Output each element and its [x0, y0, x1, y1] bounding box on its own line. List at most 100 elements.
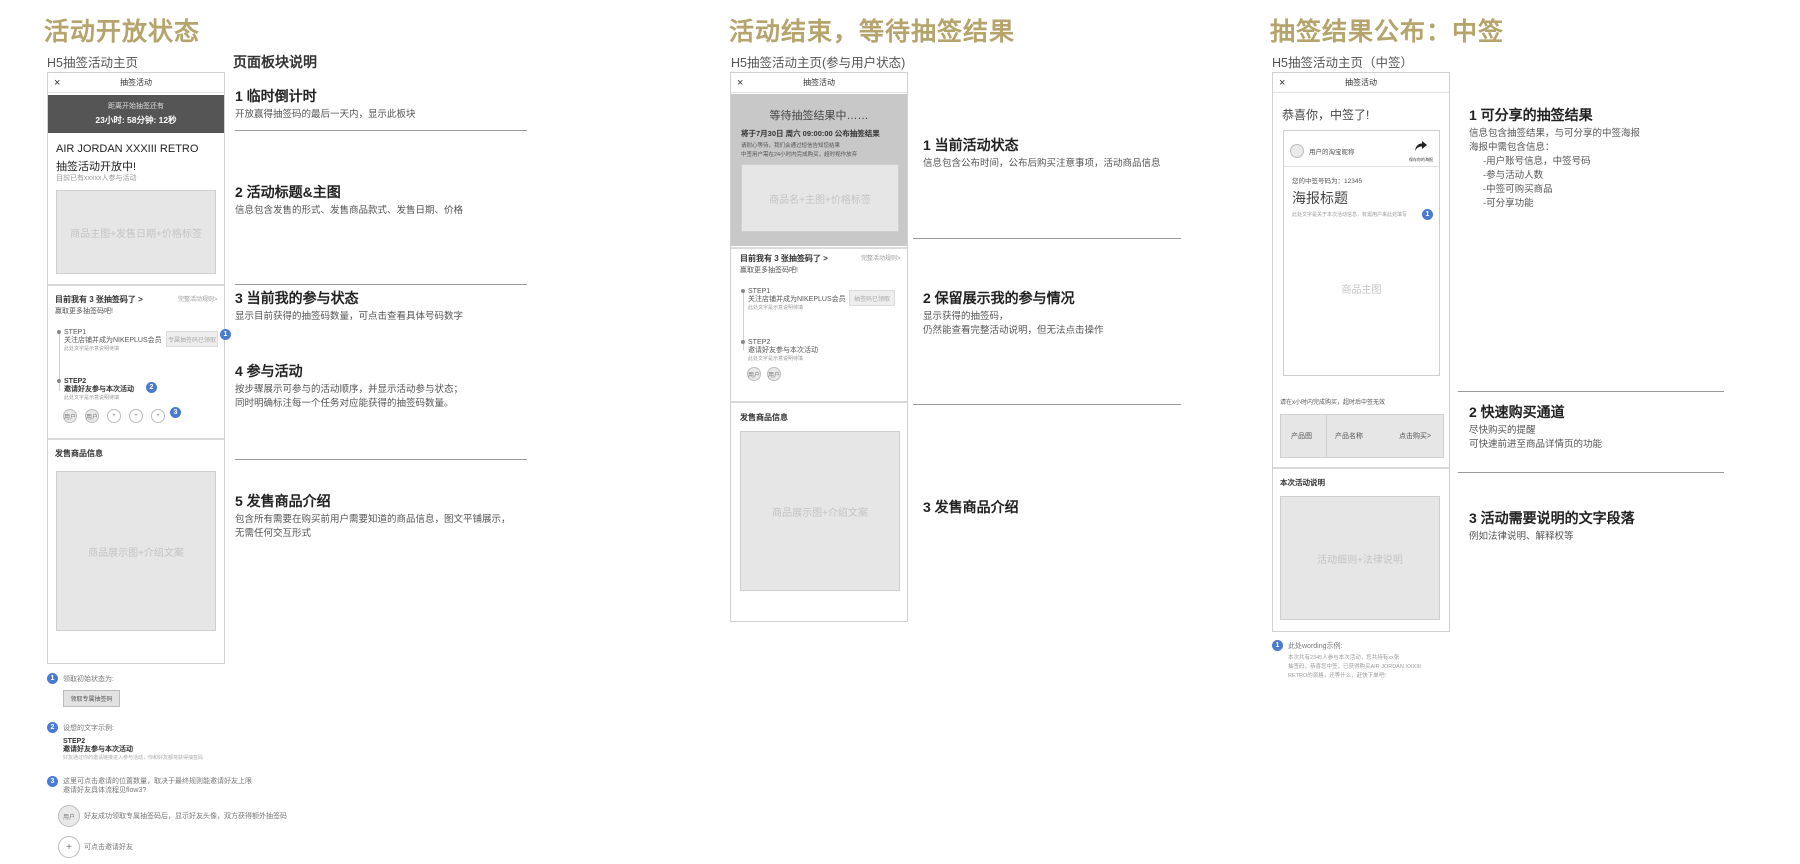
share-label: 保存你的海报 [1409, 157, 1433, 162]
step1-claimed-button[interactable]: 专属抽签码已领取 [166, 331, 218, 347]
wording-line-1: 本次共有2345人参与本次活动，您共持有xx张 [1288, 655, 1400, 661]
phone-nav-bar: × 抽签活动 [1273, 73, 1449, 93]
invite-slot[interactable]: + [151, 409, 165, 423]
desc-bullet: -用户账号信息，中签号码 [1483, 156, 1591, 167]
waiting-note-1: 请耐心等待，我们会通过短信告知您结果 [741, 143, 841, 149]
product-name: 产品名称 [1335, 433, 1363, 440]
note-badge-1: 1 [47, 673, 58, 684]
friend-avatar: 用户 [747, 367, 761, 381]
rules-link[interactable]: 完整活动规则> [861, 256, 901, 262]
note2-small: 好友通过你的邀请链接进入参与活动，你和好友都将获得抽签码 [63, 755, 204, 761]
note2-label: 设想的文字示例: [63, 725, 114, 732]
separator [235, 459, 527, 460]
step-dot [57, 379, 61, 383]
desc-block-4: 4 参与活动 按步骤展示可参与的活动顺序，并显示活动参与状态； 同时明确标注每一… [235, 362, 463, 411]
desc-text: 信息包含公布时间，公布后购买注意事项，活动商品信息 [923, 158, 1161, 169]
note1-label: 领取初始状态为: [63, 676, 114, 683]
desc-bullet: -中签可购买商品 [1483, 184, 1553, 195]
desc2-block-1: 1 当前活动状态 信息包含公布时间，公布后购买注意事项，活动商品信息 [923, 136, 1161, 171]
step1-text: 关注店铺并成为NIKEPLUS会员 [64, 337, 162, 344]
desc-text: 尽快购买的提醒 [1469, 425, 1536, 436]
desc-title: 3 当前我的参与状态 [235, 290, 359, 306]
section-subtitle-waiting: H5抽签活动主页(参与用户状态) [731, 56, 906, 70]
main-image-placeholder: 商品主图+发售日期+价格标签 [56, 190, 216, 274]
desc-text: 可快速前进至商品详情页的功能 [1469, 439, 1603, 450]
section-subtitle-open: H5抽签活动主页 [47, 56, 138, 70]
invite-plus-sample: + [58, 836, 80, 858]
desc-block-1: 1 临时倒计时 开放赢得抽签码的最后一天内，显示此板块 [235, 87, 416, 122]
nav-title: 抽签活动 [1345, 78, 1377, 87]
phone-mockup-open: × 抽签活动 距离开始抽签还有 23小时: 58分钟: 12秒 AIR JORD… [47, 72, 225, 664]
note-badge-2: 2 [47, 722, 58, 733]
step2-text: 邀请好友参与本次活动 [64, 386, 134, 393]
step2-label: STEP2 [748, 339, 771, 346]
separator [235, 130, 527, 131]
desc-text: 信息包含抽签结果，与可分享的中签海报 [1469, 128, 1641, 139]
winning-code: 您的中签号码为：12345 [1292, 178, 1363, 185]
desc-title: 2 活动标题&主图 [235, 184, 341, 200]
divider [731, 401, 907, 403]
invite-slot[interactable]: + [107, 409, 121, 423]
step1-label: STEP1 [64, 329, 87, 336]
separator [1458, 391, 1724, 392]
avatar [1290, 144, 1304, 158]
step-line [59, 331, 60, 391]
invite-slot[interactable]: + [129, 409, 143, 423]
nav-title: 抽签活动 [803, 78, 835, 87]
step-dot [741, 289, 745, 293]
waiting-text: 等待抽签结果中…… [769, 110, 869, 122]
note2-text: 邀请好友参与本次活动 [63, 746, 133, 753]
goods-image-placeholder: 商品展示图+介绍文案 [740, 431, 900, 591]
desc2-block-2: 2 保留展示我的参与情况 显示获得的抽签码， 仍然能查看完整活动说明，但无法点击… [923, 289, 1104, 338]
desc-block-3: 3 当前我的参与状态 显示目前获得的抽签码数量，可点击查看具体号码数字 [235, 289, 463, 324]
close-icon[interactable]: × [54, 77, 61, 89]
note-badge-1: 1 [1272, 640, 1283, 651]
waiting-note-2: 中签用户需在24小时内完成购买，超时视作放弃 [741, 152, 858, 158]
countdown-value: 23小时: 58分钟: 12秒 [95, 115, 177, 125]
codes-title[interactable]: 目前我有 3 张抽签码了 > [740, 254, 828, 263]
close-icon[interactable]: × [737, 77, 744, 89]
poster-note: 此处文字是关于本次活动信息，有需用户来此处填写 [1292, 212, 1408, 218]
waiting-banner: 等待抽签结果中…… 将于7月30日 周六 09:00:00 公布抽签结果 请耐心… [731, 94, 907, 246]
step1-text: 关注店铺并成为NIKEPLUS会员 [748, 296, 846, 303]
step1-note: 此处文字是示意说明待填 [748, 305, 804, 311]
section-subtitle-winner: H5抽签活动主页（中签） [1272, 56, 1413, 70]
separator [235, 284, 527, 285]
separator [913, 238, 1181, 239]
rules-title: 本次活动说明 [1280, 478, 1325, 487]
main-image-placeholder: 商品名+主图+价格标签 [741, 164, 899, 232]
desc3-block-1: 1 可分享的抽签结果 信息包含抽签结果，与可分享的中签海报 海报中需包含信息： … [1469, 106, 1640, 211]
desc-text: 海报中需包含信息： [1469, 142, 1555, 153]
close-icon[interactable]: × [1279, 77, 1286, 89]
phone-mockup-winner: × 抽签活动 恭喜你，中签了! 用户的淘宝昵称 保存你的海报 您的中签号码为：1… [1272, 72, 1450, 632]
rules-link[interactable]: 完整活动规则> [178, 297, 218, 303]
desc-title: 3 活动需要说明的文字段落 [1469, 510, 1635, 526]
buy-link[interactable]: 点击购买> [1399, 433, 1432, 440]
claim-code-button[interactable]: 领取专属抽签码 [63, 690, 120, 707]
participant-count: 目前已有xxxxx人参与活动 [56, 175, 137, 182]
poster-title: 海报标题 [1292, 190, 1348, 206]
nav-title: 抽签活动 [120, 78, 152, 87]
desc-title: 5 发售商品介绍 [235, 493, 331, 509]
desc-block-2: 2 活动标题&主图 信息包含发售的形式、发售商品款式、发售日期、价格 [235, 183, 463, 218]
goods-title: 发售商品信息 [740, 413, 788, 422]
note3-line2: 邀请好友具体流程见flow3? [63, 787, 147, 794]
annotation-badge-3: 3 [170, 407, 181, 418]
countdown-label: 距离开始抽签还有 [108, 103, 164, 110]
step-dot [741, 340, 745, 344]
share-button[interactable]: 保存你的海报 [1409, 139, 1433, 163]
step2-note: 此处文字是示意说明待填 [748, 356, 804, 362]
section-title-open: 活动开放状态 [44, 18, 201, 46]
codes-title[interactable]: 目前我有 3 张抽签码了 > [55, 295, 143, 304]
quick-buy-card[interactable]: 产品图 产品名称 点击购买> [1280, 414, 1444, 458]
desc-title: 4 参与活动 [235, 363, 303, 379]
annotation-badge-2: 2 [146, 382, 157, 393]
desc-title: 1 可分享的抽签结果 [1469, 107, 1593, 123]
rules-placeholder: 活动细则+法律说明 [1280, 496, 1440, 620]
note2-step: STEP2 [63, 738, 86, 745]
step2-note: 此处文字是示意说明待填 [64, 395, 120, 401]
announce-time: 将于7月30日 周六 09:00:00 公布抽签结果 [741, 129, 880, 138]
desc3-block-3: 3 活动需要说明的文字段落 例如法律说明、解释权等 [1469, 509, 1635, 544]
desc-text: 包含所有需要在购买前用户需要知道的商品信息，图文平铺展示， [235, 514, 511, 525]
section-title-waiting: 活动结束，等待抽签结果 [729, 18, 1016, 46]
